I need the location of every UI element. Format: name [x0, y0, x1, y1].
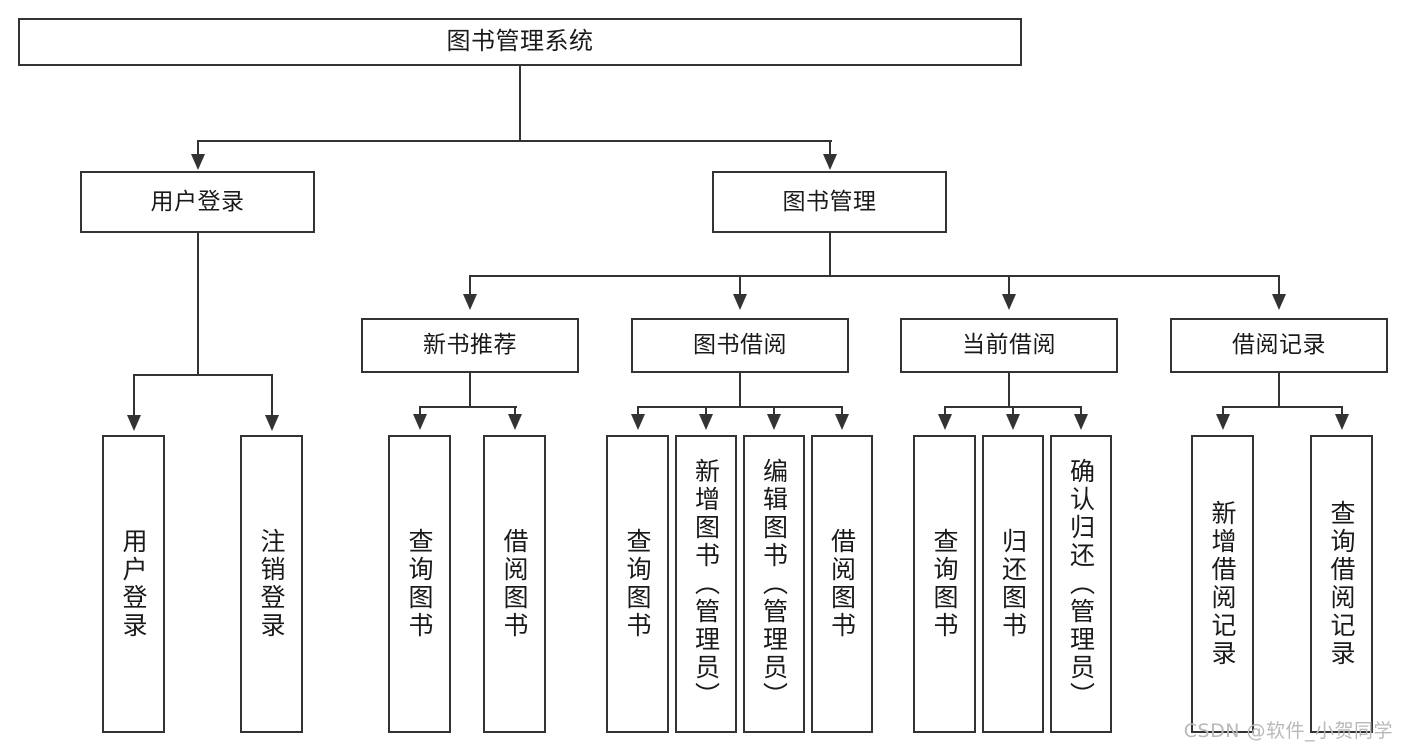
node-label: 新书推荐: [423, 332, 517, 359]
node-leaf-query-book-2[interactable]: 查询图书: [606, 435, 669, 733]
connector-bm-drop-1: [469, 275, 471, 299]
connector-root-to-book-management: [829, 140, 831, 160]
node-label: 归还图书: [998, 528, 1028, 640]
connector-root-bus: [198, 140, 832, 142]
connector-borrow-record-bus: [1222, 406, 1343, 408]
arrow-root-to-user-login: [191, 154, 205, 170]
connector-cb-drop-3: [1080, 406, 1082, 418]
node-leaf-confirm-return[interactable]: 确认归还（管理员）: [1050, 435, 1112, 733]
arrow-to-current-borrow: [1002, 294, 1016, 310]
connector-root-stem: [519, 65, 521, 141]
arrow-leaf-add-borrow-record: [1216, 414, 1230, 430]
connector-user-login-stem: [197, 233, 199, 375]
connector-user-login-bus: [133, 374, 273, 376]
arrow-leaf-logout-login: [265, 415, 279, 431]
node-current-borrow[interactable]: 当前借阅: [900, 318, 1118, 373]
arrow-leaf-add-book: [699, 414, 713, 430]
connector-br-drop-2: [1341, 406, 1343, 418]
arrow-leaf-confirm-return: [1074, 414, 1088, 430]
node-label: 图书借阅: [693, 332, 787, 359]
node-leaf-borrow-book-2[interactable]: 借阅图书: [811, 435, 873, 733]
node-label: 借阅图书: [827, 528, 857, 640]
node-leaf-borrow-book-1[interactable]: 借阅图书: [483, 435, 546, 733]
arrow-leaf-query-book-1: [413, 414, 427, 430]
connector-bm-drop-2: [739, 275, 741, 299]
connector-nb-drop-1: [419, 406, 421, 418]
node-label: 查询借阅记录: [1327, 500, 1356, 668]
arrow-leaf-borrow-book-2: [835, 414, 849, 430]
connector-bm-drop-4: [1278, 275, 1280, 299]
arrow-to-new-book-recommend: [463, 294, 477, 310]
node-leaf-add-borrow-record[interactable]: 新增借阅记录: [1191, 435, 1254, 733]
node-leaf-edit-book[interactable]: 编辑图书（管理员）: [743, 435, 805, 733]
arrow-to-book-borrow: [733, 294, 747, 310]
connector-current-borrow-stem: [1008, 373, 1010, 407]
arrow-to-borrow-record: [1272, 294, 1286, 310]
connector-bm-drop-3: [1008, 275, 1010, 299]
arrow-leaf-edit-book: [767, 414, 781, 430]
connector-new-book-stem: [469, 373, 471, 407]
connector-cb-drop-1: [944, 406, 946, 418]
arrow-leaf-query-book-3: [938, 414, 952, 430]
node-label: 查询图书: [623, 528, 652, 640]
node-label: 确认归还（管理员）: [1066, 458, 1096, 710]
node-book-borrow[interactable]: 图书借阅: [631, 318, 849, 373]
connector-book-management-bus: [469, 275, 1280, 277]
node-book-management[interactable]: 图书管理: [712, 171, 947, 233]
arrow-leaf-return-book: [1006, 414, 1020, 430]
connector-book-management-stem: [829, 233, 831, 276]
node-label: 图书管理系统: [446, 27, 594, 56]
connector-bb-drop-2: [705, 406, 707, 418]
node-leaf-query-book-3[interactable]: 查询图书: [913, 435, 976, 733]
connector-new-book-bus: [419, 406, 517, 408]
node-label: 查询图书: [405, 528, 434, 640]
node-label: 图书管理: [782, 188, 877, 215]
node-label: 注销登录: [257, 528, 286, 640]
connector-root-to-user-login: [197, 140, 199, 160]
node-leaf-query-borrow-record[interactable]: 查询借阅记录: [1310, 435, 1373, 733]
node-leaf-logout-login[interactable]: 注销登录: [240, 435, 303, 733]
node-leaf-add-book[interactable]: 新增图书（管理员）: [675, 435, 737, 733]
connector-cb-drop-2: [1012, 406, 1014, 418]
node-label: 用户登录: [150, 188, 245, 215]
node-label: 编辑图书（管理员）: [759, 458, 789, 710]
connector-book-borrow-bus: [637, 406, 842, 408]
arrow-leaf-query-book-2: [631, 414, 645, 430]
node-leaf-return-book[interactable]: 归还图书: [982, 435, 1044, 733]
node-leaf-query-book-1[interactable]: 查询图书: [388, 435, 451, 733]
connector-borrow-record-stem: [1278, 373, 1280, 407]
arrow-leaf-user-login: [127, 415, 141, 431]
node-label: 新增图书（管理员）: [691, 458, 721, 710]
node-new-book-recommend[interactable]: 新书推荐: [361, 318, 579, 373]
node-user-login[interactable]: 用户登录: [80, 171, 315, 233]
arrow-leaf-borrow-book-1: [508, 414, 522, 430]
node-label: 用户登录: [119, 528, 148, 640]
node-label: 当前借阅: [962, 332, 1056, 359]
node-label: 借阅图书: [500, 528, 529, 640]
connector-bb-drop-3: [773, 406, 775, 418]
node-label: 新增借阅记录: [1208, 500, 1237, 668]
connector-br-drop-1: [1222, 406, 1224, 418]
connector-user-login-drop-1: [133, 374, 135, 419]
node-root-system[interactable]: 图书管理系统: [18, 18, 1022, 66]
arrow-leaf-query-borrow-record: [1335, 414, 1349, 430]
node-leaf-user-login[interactable]: 用户登录: [102, 435, 165, 733]
node-label: 借阅记录: [1232, 332, 1326, 359]
connector-bb-drop-1: [637, 406, 639, 418]
connector-book-borrow-stem: [739, 373, 741, 407]
arrow-root-to-book-management: [823, 154, 837, 170]
node-borrow-record[interactable]: 借阅记录: [1170, 318, 1388, 373]
connector-nb-drop-2: [514, 406, 516, 418]
connector-user-login-drop-2: [271, 374, 273, 419]
connector-bb-drop-4: [841, 406, 843, 418]
node-label: 查询图书: [930, 528, 959, 640]
csdn-watermark: CSDN @软件_小贺同学: [1183, 720, 1393, 742]
